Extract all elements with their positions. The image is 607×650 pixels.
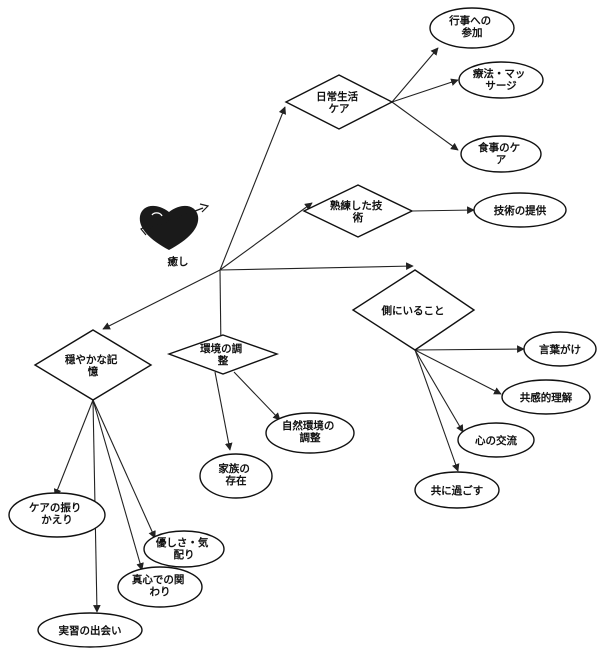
label-line: 調整 xyxy=(300,431,321,444)
edge-being-words xyxy=(414,345,525,353)
label-line: 憶 xyxy=(88,365,99,378)
edge-env-natural xyxy=(233,371,281,421)
node-skill-offer-label: 技術の提供 xyxy=(494,204,547,217)
node-gentle-record-label: 穏やかな記 憶 xyxy=(65,353,121,378)
label-line: サージ xyxy=(485,80,517,92)
node-heart-exchange-label: 心の交流 xyxy=(475,434,517,447)
edge-record-sincere xyxy=(92,399,144,571)
label-line: 参加 xyxy=(462,26,483,39)
edge-being-empathy xyxy=(414,349,502,395)
edges xyxy=(53,47,525,613)
label-line: 配り xyxy=(174,549,195,561)
node-natural-env-label: 自然環境の 調整 xyxy=(282,419,338,444)
label-line: 優しさ・気 xyxy=(155,536,209,549)
edge-hub-skill xyxy=(219,202,313,271)
node-words: 言葉がけ xyxy=(523,331,597,367)
node-therapy: 療法・マッ サージ xyxy=(458,61,544,99)
node-being-there: 側にいること xyxy=(351,269,476,351)
label-line: ケアの振り xyxy=(29,501,82,514)
label-line: 療法・マッ xyxy=(473,67,526,80)
label-line: 整 xyxy=(217,354,229,367)
edge-being-heart xyxy=(414,349,464,433)
center-label: 癒し xyxy=(168,255,189,268)
heart-with-arrow-icon xyxy=(139,203,210,250)
node-sincere: 真心での関 わり xyxy=(117,566,203,608)
node-meeting-label: 実習の出会い xyxy=(59,624,122,637)
edge-record-kindness xyxy=(92,399,156,539)
node-care-reflect: ケアの振り かえり xyxy=(8,492,106,538)
label-line: 真心での関 xyxy=(132,573,185,586)
node-meal-label: 食事のケ ア xyxy=(477,141,524,166)
edge-env-family xyxy=(214,371,233,451)
node-natural-env: 自然環境の 調整 xyxy=(265,412,355,454)
node-event: 行事への 参加 xyxy=(429,7,515,49)
node-empathy-label: 共感的理解 xyxy=(520,391,573,404)
label-line: 環境の調 xyxy=(200,342,242,355)
label-line: ア xyxy=(496,154,507,166)
node-gentle-record: 穏やかな記 憶 xyxy=(33,329,153,401)
label-line: 存在 xyxy=(226,474,247,487)
node-daily-care-label: 日常生活 ケア xyxy=(316,90,362,115)
edge-daily-therapy xyxy=(391,78,459,103)
node-being-there-label: 側にいること xyxy=(381,304,445,317)
node-care-reflect-label: ケアの振り かえり xyxy=(29,501,85,526)
edge-hub-being-there xyxy=(219,262,414,271)
edge-daily-event xyxy=(391,47,439,103)
node-kindness: 優しさ・気 配り xyxy=(143,530,225,568)
node-together-label: 共に過ごす xyxy=(431,484,484,497)
node-skill-offer: 技術の提供 xyxy=(473,192,567,228)
label-line: 行事への xyxy=(448,14,491,27)
node-empathy: 共感的理解 xyxy=(501,379,591,415)
label-line: 熟練した技 xyxy=(330,199,383,212)
node-event-label: 行事への 参加 xyxy=(448,14,495,39)
edge-hub-gentle-record xyxy=(102,269,221,330)
node-daily-care: 日常生活 ケア xyxy=(284,74,394,130)
label-line: 術 xyxy=(352,211,364,224)
node-sincere-label: 真心での関 わり xyxy=(132,573,188,598)
label-line: 穏やかな記 xyxy=(65,353,118,366)
label-line: 日常生活 xyxy=(316,90,358,103)
label-line: かえり xyxy=(41,514,73,526)
node-heart-exchange: 心の交流 xyxy=(457,422,535,458)
label-line: ケア xyxy=(329,103,350,115)
edge-daily-meal xyxy=(391,101,459,151)
label-line: わり xyxy=(150,586,171,598)
label-line: 自然環境の xyxy=(282,419,335,432)
label-line: 家族の xyxy=(218,462,250,475)
label-line: 食事のケ xyxy=(477,141,520,154)
node-family: 家族の 存在 xyxy=(199,453,273,499)
node-kindness-label: 優しさ・気 配り xyxy=(155,536,212,561)
edge-being-together xyxy=(414,349,460,472)
edge-skill-offer xyxy=(411,206,475,214)
node-env: 環境の調 整 xyxy=(166,334,280,375)
edge-hub-daily-care xyxy=(219,106,287,271)
node-meeting: 実習の出会い xyxy=(37,612,143,648)
node-together: 共に過ごす xyxy=(414,471,500,509)
node-family-label: 家族の 存在 xyxy=(218,462,253,487)
node-skill: 熟練した技 術 xyxy=(302,184,414,238)
node-words-label: 言葉がけ xyxy=(539,343,581,356)
node-env-label: 環境の調 整 xyxy=(200,342,246,367)
node-meal: 食事のケ ア xyxy=(460,135,542,173)
node-skill-label: 熟練した技 術 xyxy=(330,199,386,224)
node-therapy-label: 療法・マッ サージ xyxy=(473,67,529,92)
edge-record-reflect xyxy=(53,399,94,497)
